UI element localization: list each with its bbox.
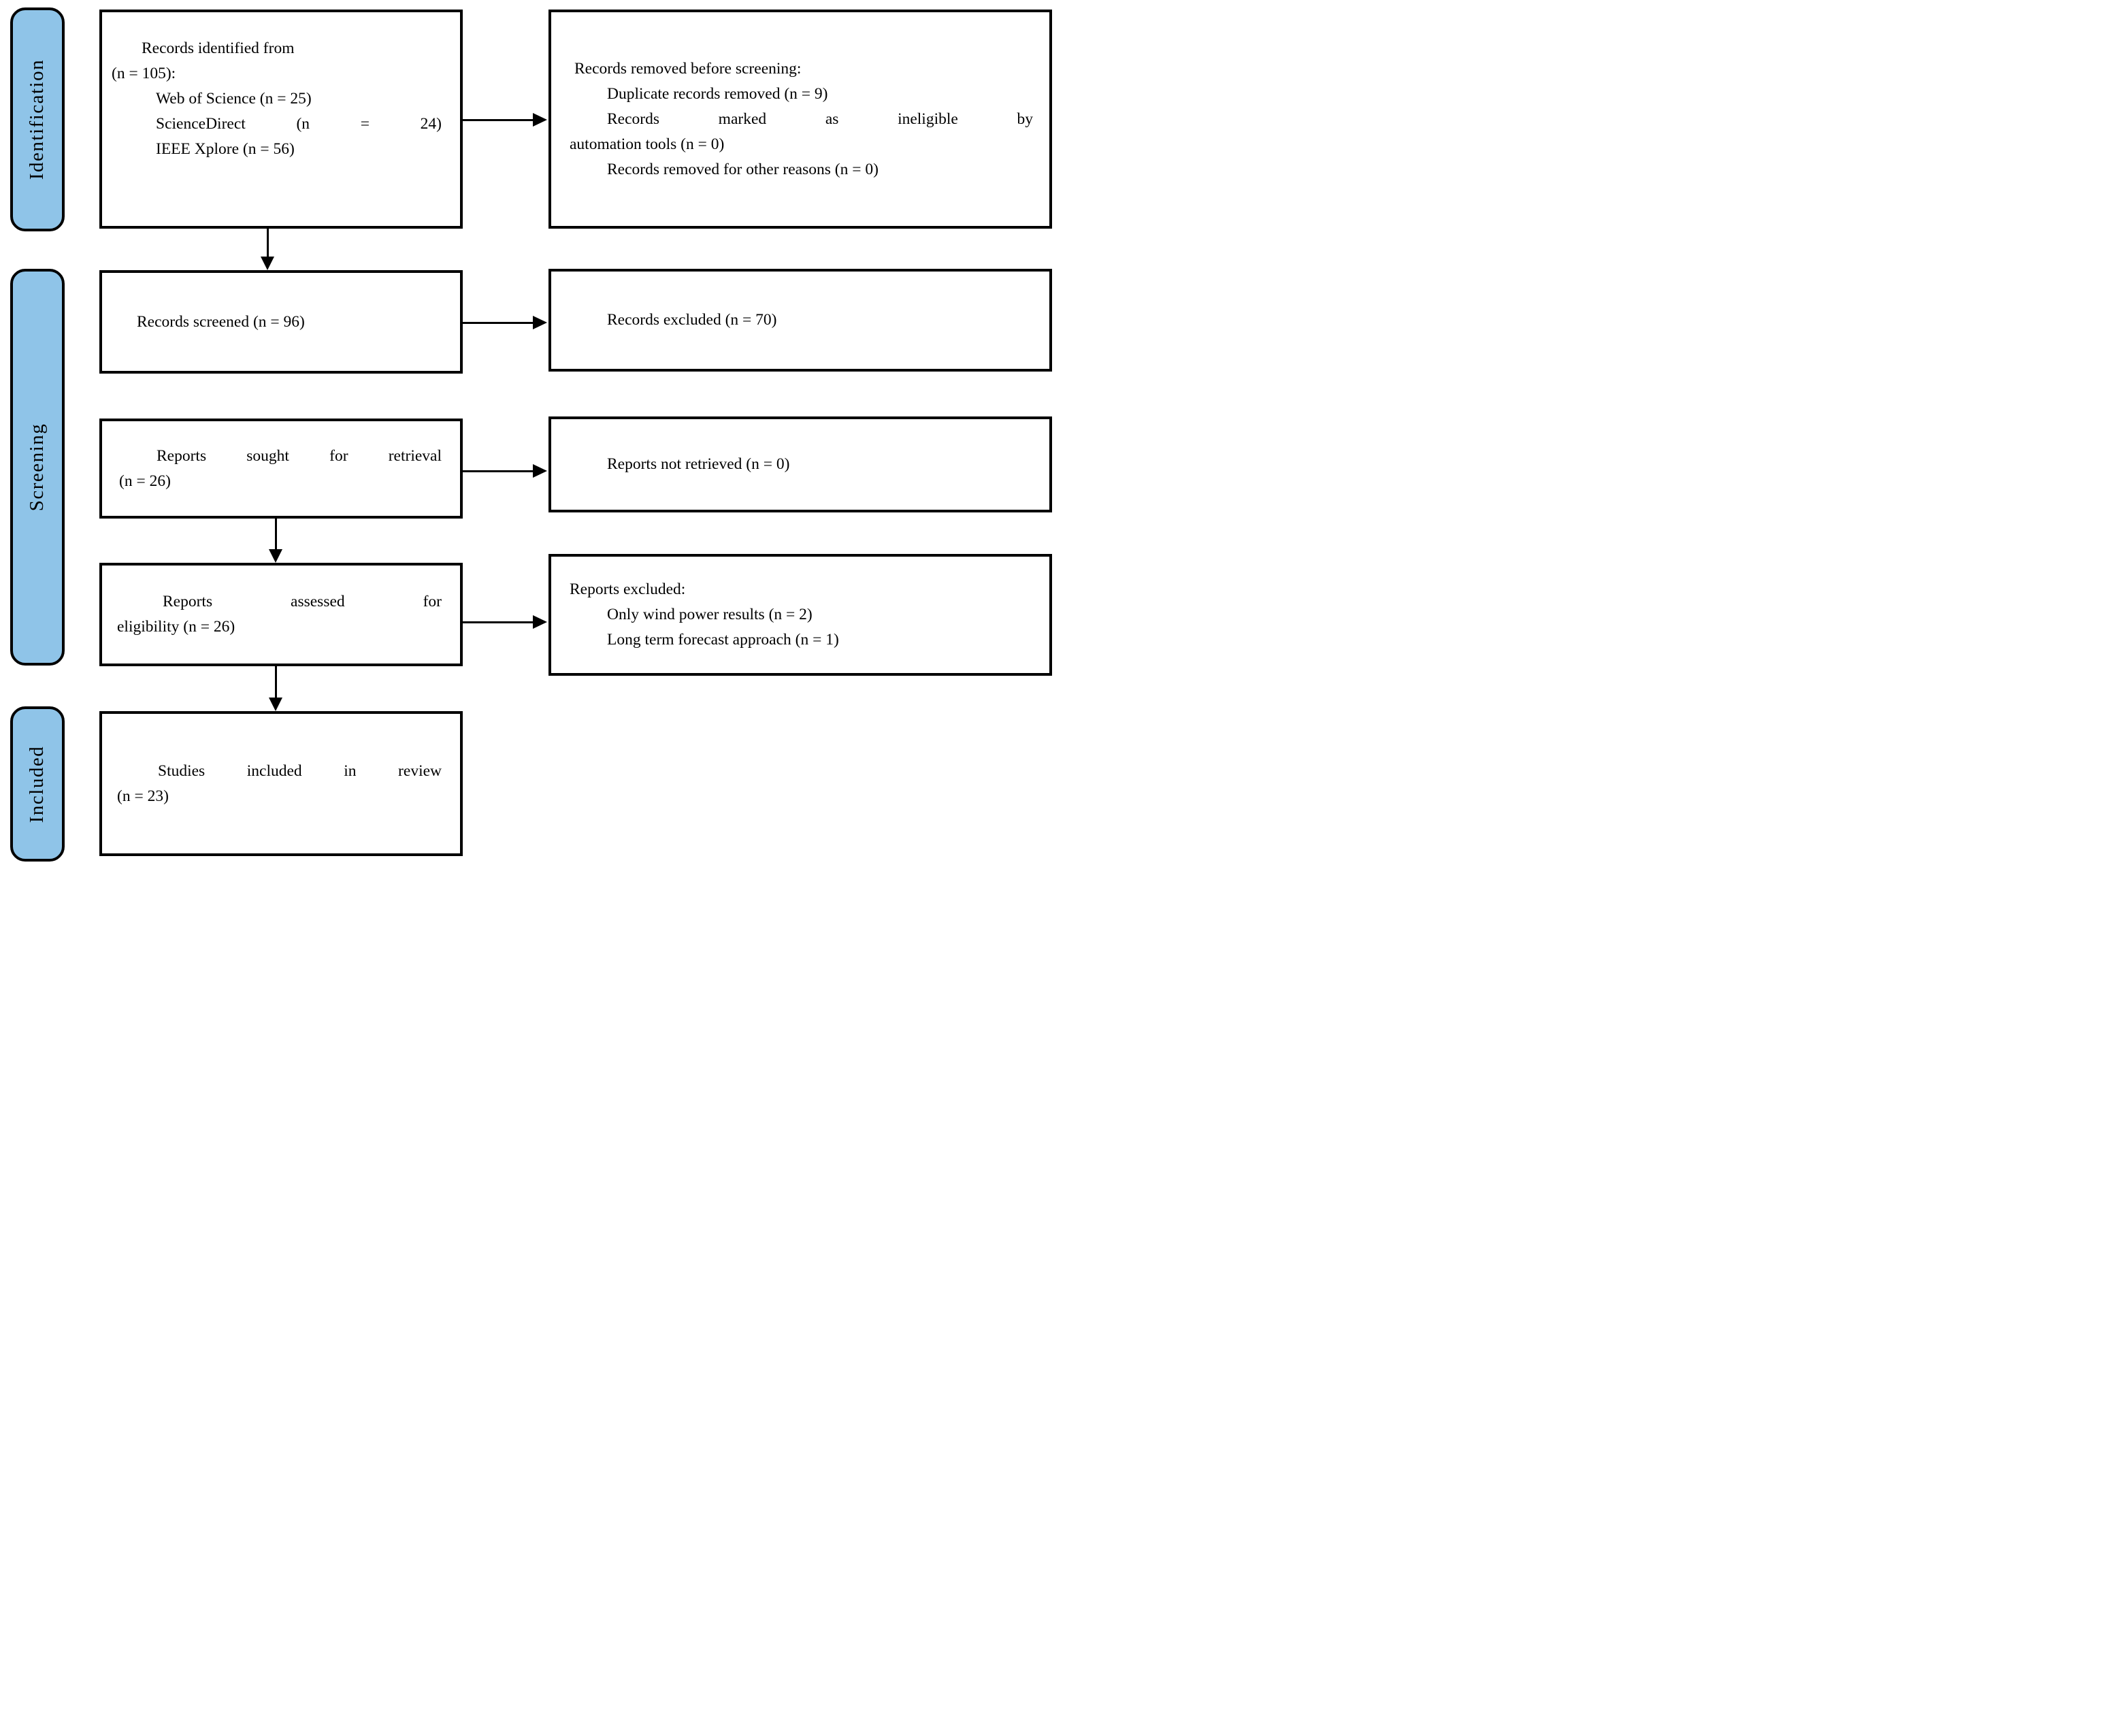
box-line: Studies included in review xyxy=(158,761,442,780)
box-line: (n = 105): xyxy=(112,64,176,82)
box-reports-not-retrieved: Reports not retrieved (n = 0) xyxy=(548,416,1052,512)
box-line: (n = 23) xyxy=(117,787,169,805)
box-line: Records excluded (n = 70) xyxy=(607,311,777,329)
stage-label-included: Included xyxy=(26,745,48,823)
arrow-identified-to-screened xyxy=(261,229,274,270)
box-line: Records identified from xyxy=(142,39,295,57)
box-records-identified: Records identified from (n = 105): Web o… xyxy=(99,10,463,229)
box-line: Long term forecast approach (n = 1) xyxy=(607,631,839,649)
arrow-screened-to-excluded xyxy=(463,316,547,329)
box-line: Duplicate records removed (n = 9) xyxy=(607,84,828,103)
box-line: Web of Science (n = 25) xyxy=(156,89,312,108)
prisma-flow-diagram: Identification Screening Included Record… xyxy=(0,0,1058,868)
box-line: ScienceDirect (n = 24) xyxy=(156,114,442,133)
stage-ribbon-screening: Screening xyxy=(10,269,65,666)
box-records-screened: Records screened (n = 96) xyxy=(99,270,463,374)
stage-ribbon-identification: Identification xyxy=(10,7,65,231)
box-line: IEEE Xplore (n = 56) xyxy=(156,140,295,158)
box-reports-excluded: Reports excluded: Only wind power result… xyxy=(548,554,1052,676)
box-line: Reports excluded: xyxy=(570,580,686,598)
box-records-excluded: Records excluded (n = 70) xyxy=(548,269,1052,372)
box-line: Reports sought for retrieval xyxy=(157,446,442,465)
arrow-identified-to-removed xyxy=(463,113,547,127)
stage-label-screening: Screening xyxy=(26,423,48,512)
box-line: Reports assessed for xyxy=(163,593,442,610)
box-line: Records marked as ineligible by xyxy=(607,110,1033,128)
box-line: eligibility (n = 26) xyxy=(117,618,235,636)
box-reports-assessed: Reports assessed for eligibility (n = 26… xyxy=(99,563,463,666)
arrow-assessed-to-excluded xyxy=(463,615,547,629)
box-line: Records removed for other reasons (n = 0… xyxy=(607,160,879,178)
box-line: Records screened (n = 96) xyxy=(137,312,305,331)
box-line: Reports not retrieved (n = 0) xyxy=(607,455,790,473)
box-studies-included: Studies included in review (n = 23) xyxy=(99,711,463,856)
box-line: (n = 26) xyxy=(119,472,171,490)
stage-label-identification: Identification xyxy=(26,59,48,180)
box-line: Only wind power results (n = 2) xyxy=(607,606,813,623)
box-line: automation tools (n = 0) xyxy=(570,135,725,153)
box-line: Records removed before screening: xyxy=(574,59,802,78)
arrow-sought-to-assessed xyxy=(269,519,282,563)
box-records-removed: Records removed before screening: Duplic… xyxy=(548,10,1052,229)
arrow-assessed-to-included xyxy=(269,666,282,711)
arrow-sought-to-not-retrieved xyxy=(463,464,547,478)
stage-ribbon-included: Included xyxy=(10,706,65,862)
box-reports-sought: Reports sought for retrieval (n = 26) xyxy=(99,419,463,519)
